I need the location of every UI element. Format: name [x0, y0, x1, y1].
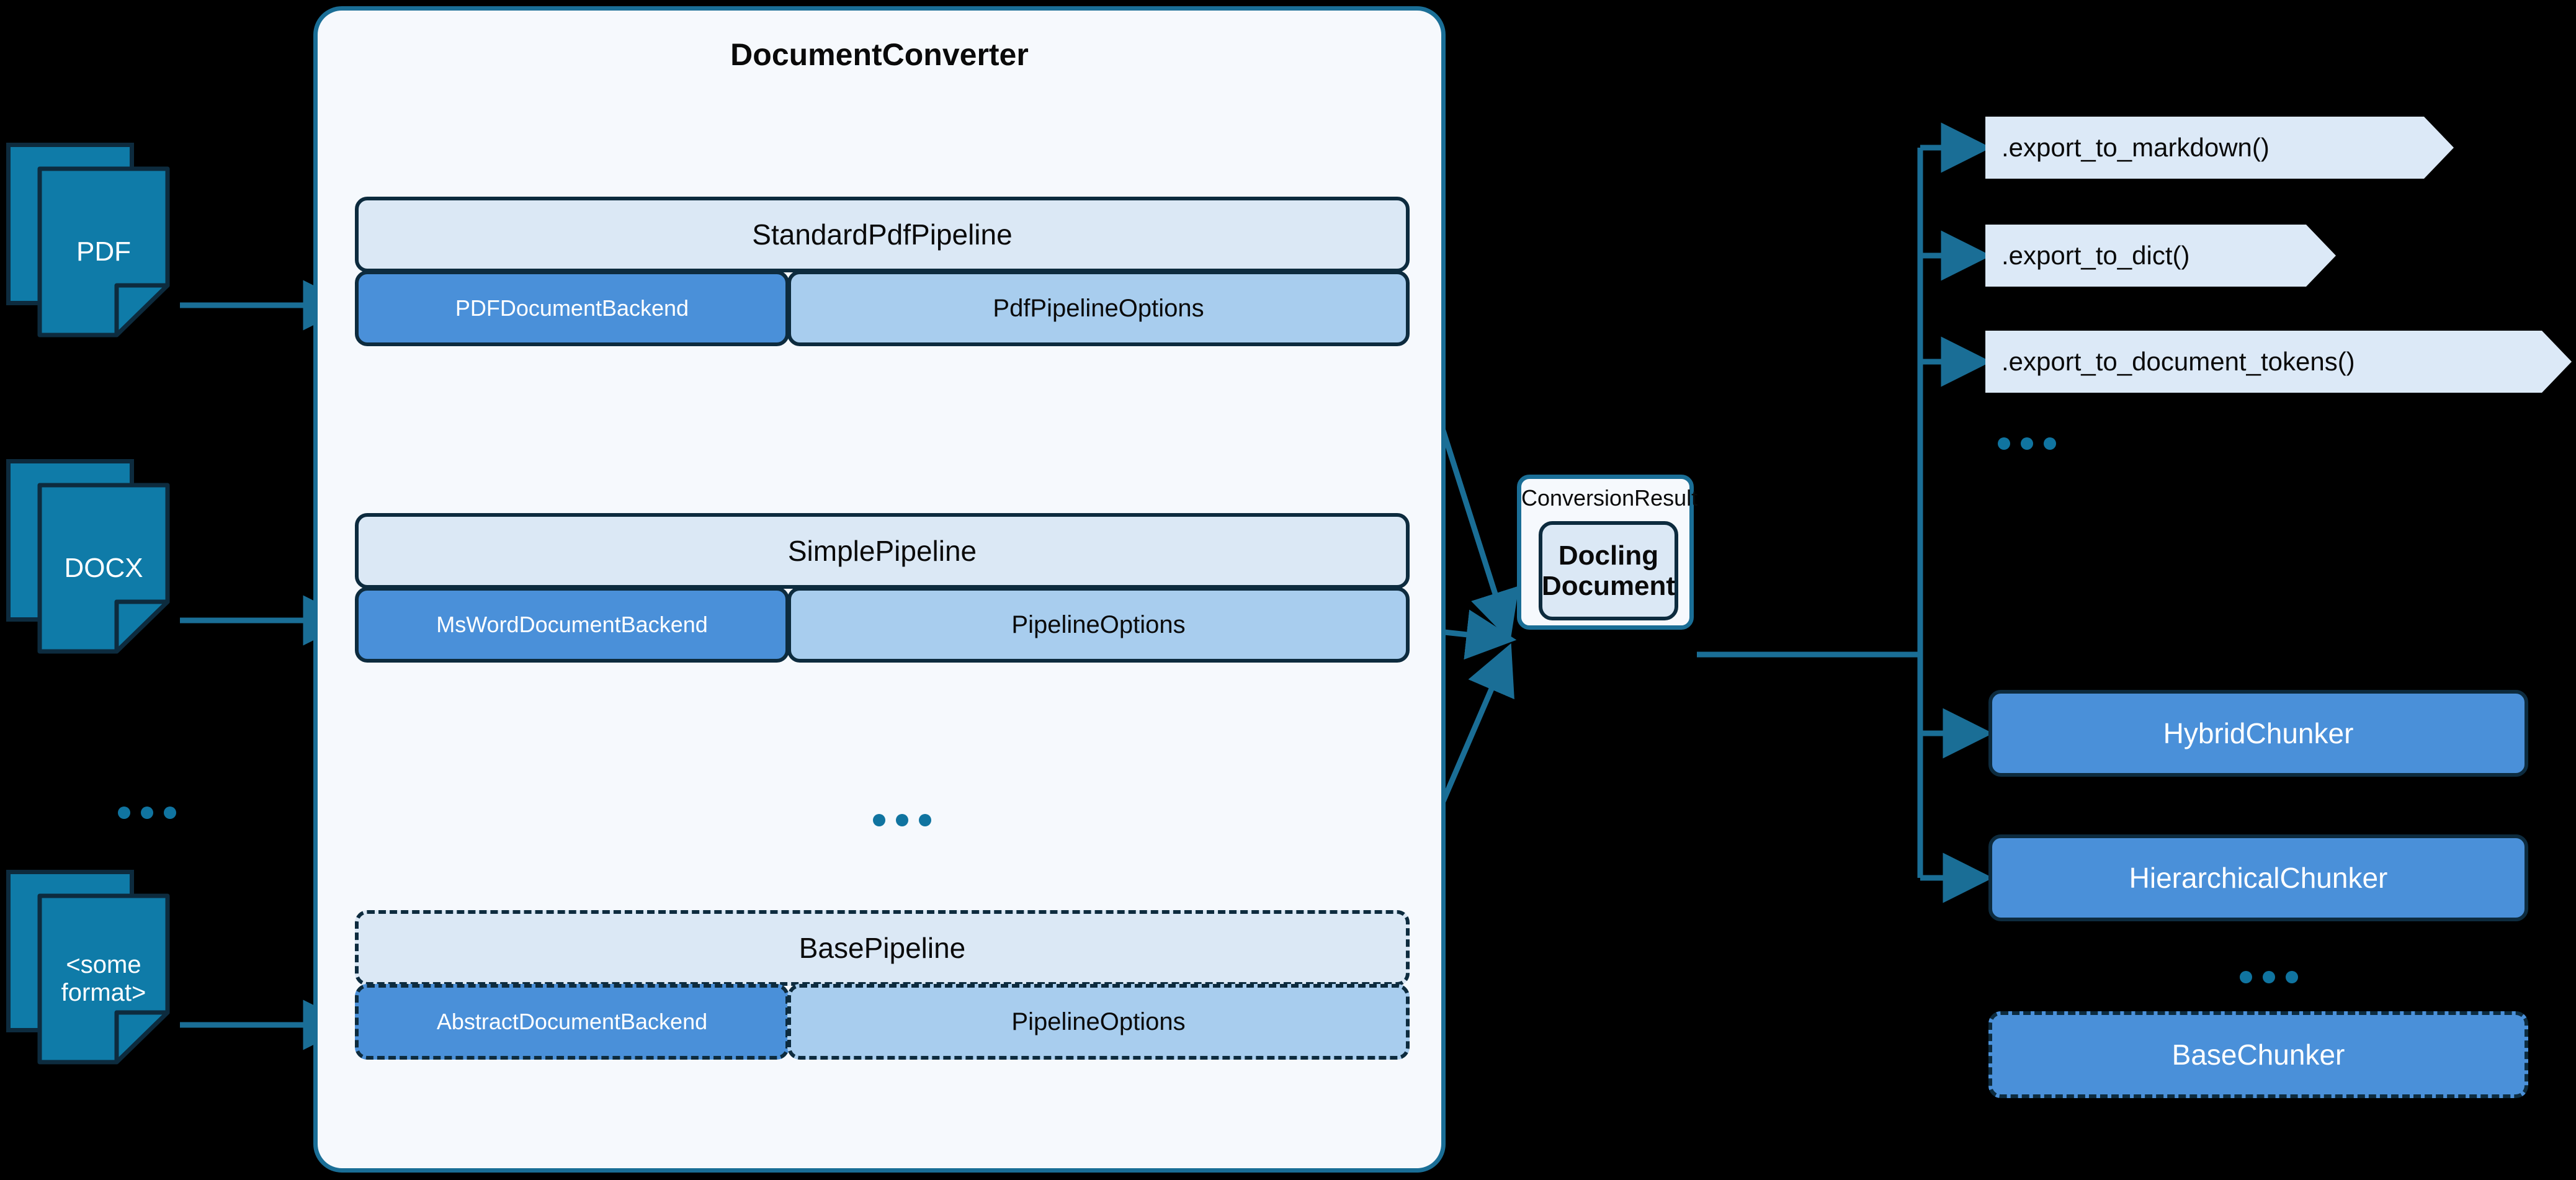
export-tag-dict[interactable]: .export_to_dict()	[1985, 225, 2336, 287]
docling-line-1: Docling	[1558, 540, 1659, 571]
input-doc-pdf-label: PDF	[76, 236, 131, 267]
backend-box-pdf: PDFDocumentBackend	[355, 270, 789, 346]
exports-ellipsis	[1998, 437, 2056, 450]
generic-doc-icon	[37, 893, 170, 1065]
input-doc-docx: DOCX	[6, 459, 174, 658]
pipeline-group-standard-pdf[interactable]: StandardPdfPipeline PDFDocumentBackend P…	[355, 197, 1410, 346]
pipeline-header-base: BasePipeline	[355, 910, 1410, 986]
input-doc-pdf: PDF	[6, 143, 174, 341]
pipeline-group-simple[interactable]: SimplePipeline MsWordDocumentBackend Pip…	[355, 513, 1410, 663]
docling-line-2: Document	[1541, 571, 1676, 601]
backend-box-msword: MsWordDocumentBackend	[355, 587, 789, 663]
some-format-line-2: format>	[61, 979, 146, 1006]
input-doc-some-format-label: <some format>	[40, 896, 168, 1062]
chunker-base-label: BaseChunker	[2171, 1039, 2345, 1071]
chunker-hierarchical-label: HierarchicalChunker	[2129, 862, 2388, 894]
page-title: DocumentConverter	[730, 37, 1029, 72]
input-doc-some-format: <some format>	[6, 870, 174, 1068]
conversion-result-label: ConversionResult	[1521, 485, 1698, 511]
chunker-box-base[interactable]: BaseChunker	[1988, 1011, 2528, 1098]
docx-icon	[37, 483, 170, 654]
pipeline-header-simple: SimplePipeline	[355, 513, 1410, 589]
some-format-line-1: <some	[66, 951, 141, 979]
options-box-base: PipelineOptions	[787, 984, 1410, 1060]
export-tag-dict-label: .export_to_dict()	[2001, 241, 2190, 270]
export-tag-markdown[interactable]: .export_to_markdown()	[1985, 117, 2454, 179]
export-tag-document-tokens[interactable]: .export_to_document_tokens()	[1985, 331, 2572, 393]
pdf-icon	[37, 166, 170, 337]
pipelines-ellipsis	[873, 814, 931, 826]
chunkers-ellipsis	[2240, 971, 2298, 983]
pipeline-header-standard-pdf: StandardPdfPipeline	[355, 197, 1410, 272]
conversion-result-box: ConversionResult Docling Document	[1517, 475, 1698, 630]
chunker-hybrid-label: HybridChunker	[2163, 717, 2354, 749]
options-box-pdf: PdfPipelineOptions	[787, 270, 1410, 346]
document-converter-container: DocumentConverter StandardPdfPipeline PD…	[313, 6, 1446, 1173]
options-box-simple: PipelineOptions	[787, 587, 1410, 663]
pipeline-group-base[interactable]: BasePipeline AbstractDocumentBackend Pip…	[355, 910, 1410, 1060]
backend-box-abstract: AbstractDocumentBackend	[355, 984, 789, 1060]
chunker-box-hybrid[interactable]: HybridChunker	[1988, 690, 2528, 777]
inputs-ellipsis	[118, 807, 176, 819]
chunker-box-hierarchical[interactable]: HierarchicalChunker	[1988, 834, 2528, 921]
export-tag-document-tokens-label: .export_to_document_tokens()	[2001, 347, 2355, 376]
export-tag-markdown-label: .export_to_markdown()	[2001, 133, 2270, 162]
input-doc-docx-label: DOCX	[64, 553, 143, 584]
docling-document-box: Docling Document	[1539, 521, 1678, 620]
